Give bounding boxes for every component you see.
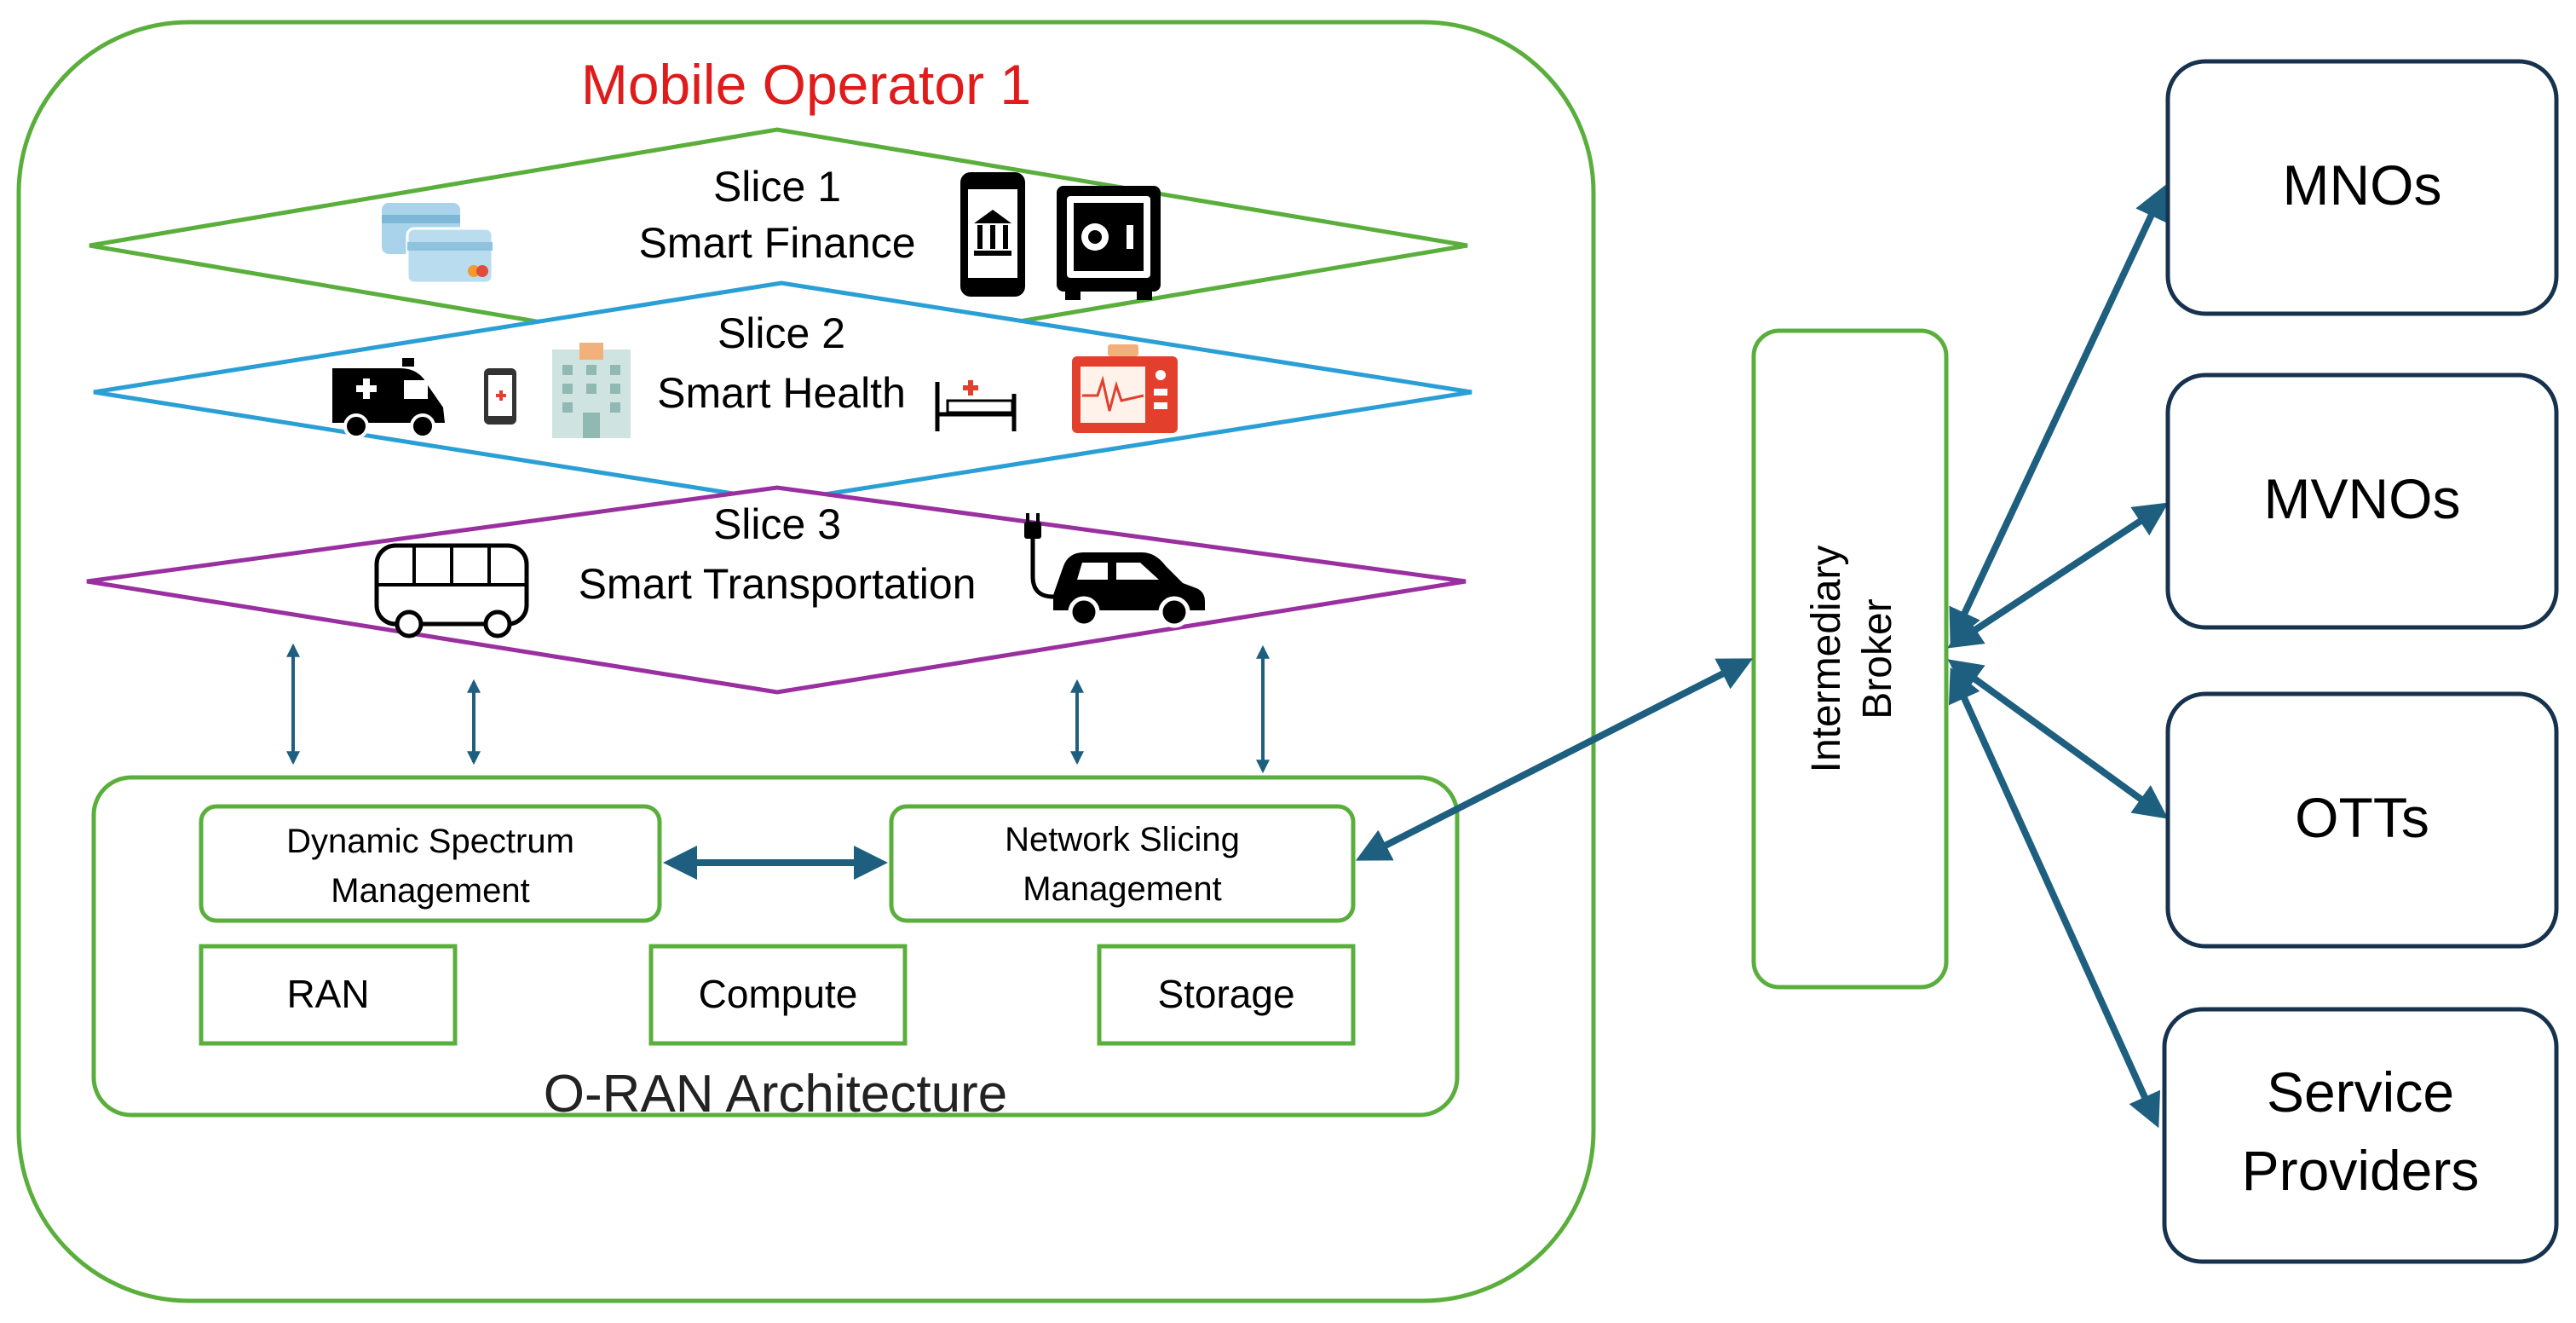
otts-box xyxy=(2165,691,2559,949)
slice-2-name: Smart Health xyxy=(657,369,906,417)
broker-label-2: Broker xyxy=(1855,598,1900,719)
dsm-box xyxy=(199,804,662,923)
dsm-label-1: Dynamic Spectrum xyxy=(286,823,574,860)
ran-label: RAN xyxy=(286,972,369,1016)
credit-cards-icon xyxy=(382,203,494,285)
compute-box xyxy=(648,944,908,1046)
ecg-monitor-icon xyxy=(1072,344,1178,433)
nsm-broker-arrow xyxy=(1355,658,1754,861)
service-providers-label-2: Providers xyxy=(2242,1139,2480,1202)
mvnos-box xyxy=(2165,373,2559,630)
mnos-box xyxy=(2165,59,2559,316)
broker-label-1: Intermediary xyxy=(1804,546,1849,773)
slice-1-name: Smart Finance xyxy=(638,219,915,267)
safe-icon xyxy=(1057,186,1161,300)
nsm-label-2: Management xyxy=(1023,870,1221,908)
service-providers-box xyxy=(2162,1007,2559,1264)
broker-stakeholder-arrows xyxy=(1947,184,2169,1129)
service-providers-label-1: Service xyxy=(2267,1060,2454,1124)
ran-box xyxy=(199,944,458,1046)
slice-1-label: Slice 1 xyxy=(713,163,841,211)
slice-2-diamond xyxy=(93,280,1472,504)
broker-box xyxy=(1751,328,1949,990)
mobile-bank-icon xyxy=(960,172,1025,297)
otts-label: OTTs xyxy=(2295,786,2429,849)
slice-3-diamond xyxy=(86,485,1467,695)
compute-label: Compute xyxy=(699,972,858,1016)
nsm-box xyxy=(889,804,1356,923)
oran-container xyxy=(91,775,1460,1118)
slice-3-label: Slice 3 xyxy=(713,500,841,548)
mnos-label: MNOs xyxy=(2283,153,2442,217)
nsm-label-1: Network Slicing xyxy=(1005,821,1240,858)
dsm-label-2: Management xyxy=(331,872,529,910)
storage-label: Storage xyxy=(1157,972,1294,1016)
storage-box xyxy=(1097,944,1356,1046)
phone-health-icon xyxy=(484,368,516,425)
slice-3-name: Smart Transportation xyxy=(579,560,977,608)
operator-title: Mobile Operator 1 xyxy=(581,53,1031,116)
slice-oran-arrows xyxy=(286,643,1270,774)
electric-car-icon xyxy=(1024,513,1205,628)
hospital-icon xyxy=(552,343,631,438)
slice-2-label: Slice 2 xyxy=(717,309,845,357)
mvnos-label: MVNOs xyxy=(2264,467,2461,530)
oran-title: O-RAN Architecture xyxy=(544,1065,1007,1124)
ambulance-icon xyxy=(332,358,445,439)
bus-icon xyxy=(374,543,529,638)
hospital-bed-icon xyxy=(935,380,1017,431)
